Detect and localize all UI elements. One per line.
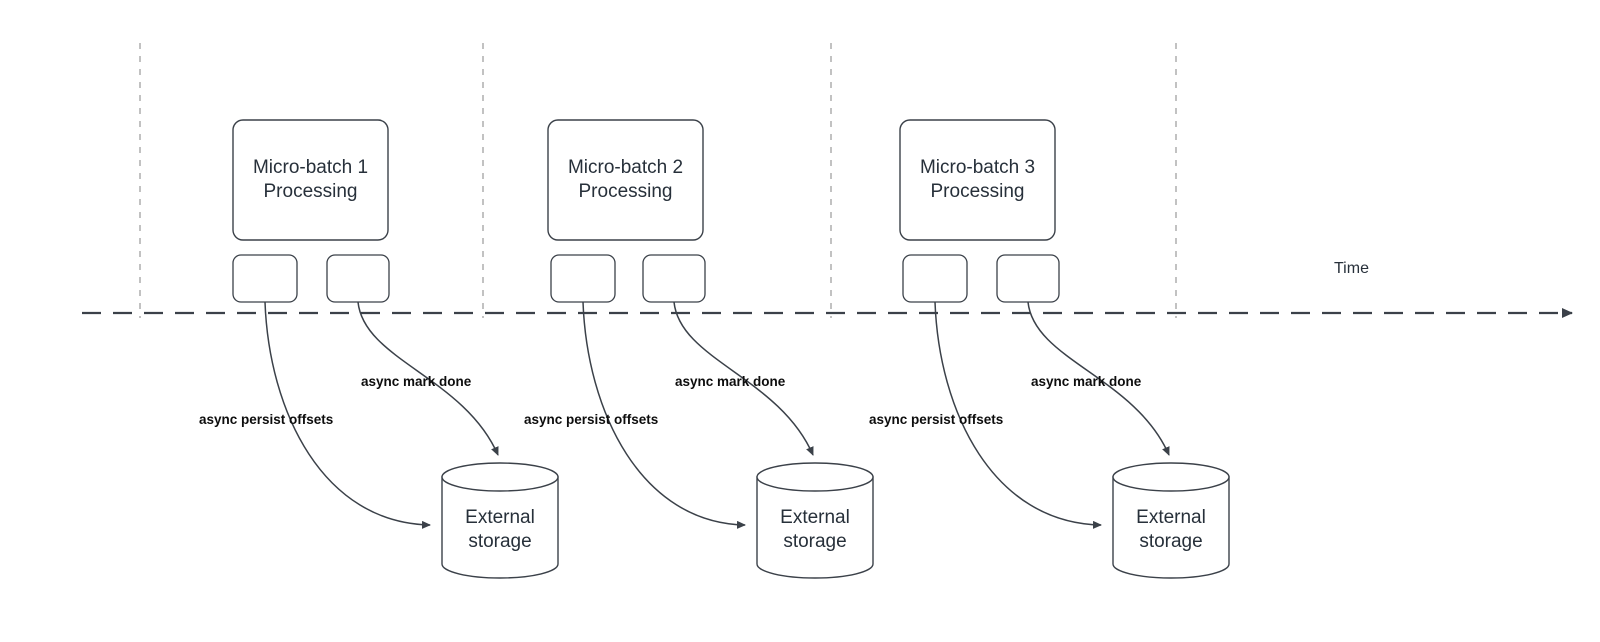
micro-batch-label-line2: Processing: [579, 181, 673, 202]
storage-cylinder-top: [1112, 462, 1230, 492]
async-mark-done-label: async mark done: [361, 374, 472, 389]
micro-batch-box[interactable]: [547, 119, 704, 241]
storage-cylinder-top: [441, 462, 559, 492]
task-box-1[interactable]: [550, 254, 616, 303]
async-persist-offsets-label: async persist offsets: [869, 412, 1003, 427]
task-box-1[interactable]: [232, 254, 298, 303]
async-mark-done-label: async mark done: [1031, 374, 1142, 389]
storage-cylinder-top: [756, 462, 874, 492]
storage-label-line2: storage: [783, 531, 846, 552]
micro-batch-box[interactable]: [899, 119, 1056, 241]
async-mark-done-arrow: [1027, 301, 1170, 456]
storage-label-line2: storage: [1139, 531, 1202, 552]
async-persist-offsets-arrow: [582, 301, 746, 529]
task-box-1[interactable]: [902, 254, 968, 303]
storage-label-line1: External: [1136, 507, 1206, 528]
async-mark-done-arrow: [673, 301, 814, 456]
storage-cylinder-body[interactable]: [441, 476, 559, 579]
task-box-2[interactable]: [326, 254, 390, 303]
async-persist-offsets-arrow: [934, 301, 1102, 529]
storage-label-line1: External: [465, 507, 535, 528]
micro-batch-label-line1: Micro-batch 1: [253, 157, 368, 178]
async-mark-done-label: async mark done: [675, 374, 786, 389]
storage-cylinder-body[interactable]: [756, 476, 874, 579]
async-mark-done-arrow: [357, 301, 499, 456]
async-persist-offsets-arrow: [264, 301, 431, 529]
async-persist-offsets-label: async persist offsets: [199, 412, 333, 427]
micro-batch-box[interactable]: [232, 119, 389, 241]
storage-label-line1: External: [780, 507, 850, 528]
micro-batch-label-line1: Micro-batch 2: [568, 157, 683, 178]
micro-batch-label-line2: Processing: [931, 181, 1025, 202]
micro-batch-label-line1: Micro-batch 3: [920, 157, 1035, 178]
micro-batch-label-line2: Processing: [264, 181, 358, 202]
async-persist-offsets-label: async persist offsets: [524, 412, 658, 427]
task-box-2[interactable]: [996, 254, 1060, 303]
storage-label-line2: storage: [468, 531, 531, 552]
task-box-2[interactable]: [642, 254, 706, 303]
time-axis-label: Time: [1334, 260, 1369, 277]
storage-cylinder-body[interactable]: [1112, 476, 1230, 579]
